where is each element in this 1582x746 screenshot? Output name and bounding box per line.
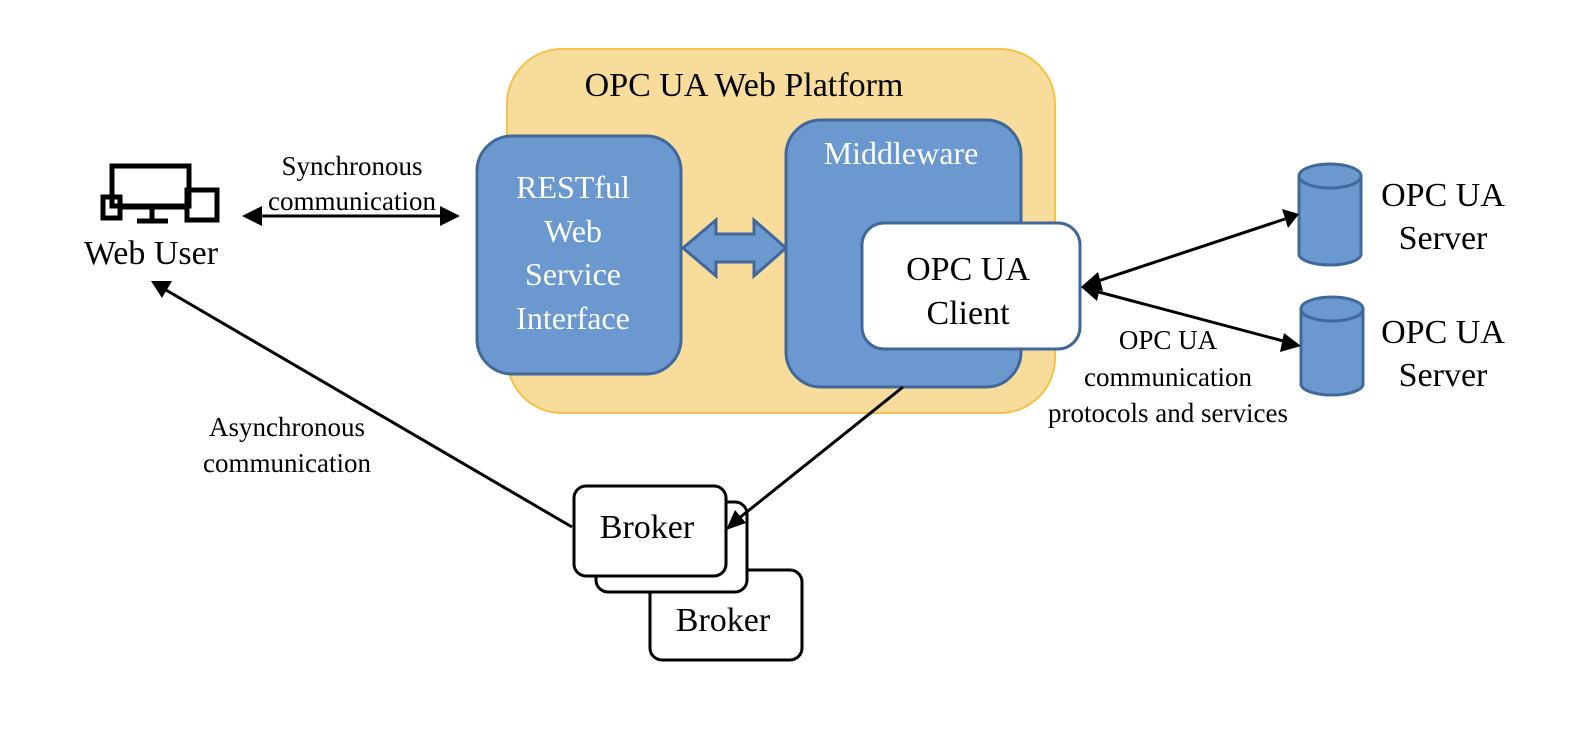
middleware-title: Middleware (824, 135, 979, 171)
restful-line-1: RESTful (516, 169, 630, 205)
opc-ua-server-1[interactable]: OPC UA Server (1297, 162, 1505, 267)
sync-label-line-2: communication (268, 186, 436, 216)
restful-line-2: Web (544, 213, 602, 249)
restful-interface-box[interactable]: RESTful Web Service Interface (475, 134, 683, 376)
opc-protocols-label-line-3: protocols and services (1048, 398, 1288, 428)
server-1-line-2: Server (1399, 220, 1488, 257)
opc-protocols-label-line-1: OPC UA (1119, 325, 1218, 355)
client-server-1-arrow (1081, 209, 1299, 291)
middleware-to-broker-arrow (726, 385, 904, 530)
opc-ua-server-2[interactable]: OPC UA Server (1299, 295, 1505, 397)
broker-back-label: Broker (676, 602, 771, 639)
server-2-line-2: Server (1399, 357, 1488, 394)
server-1-line-1: OPC UA (1381, 177, 1505, 214)
async-communication-arrow (151, 281, 573, 529)
opc-ua-client-box[interactable]: OPC UA Client (860, 221, 1082, 351)
platform-title: OPC UA Web Platform (585, 67, 904, 104)
sync-label-line-1: Synchronous (282, 151, 423, 181)
restful-line-4: Interface (516, 300, 630, 336)
opc-protocols-label-line-2: communication (1084, 362, 1252, 392)
sync-communication-arrow (242, 206, 460, 226)
web-user-devices-icon (100, 163, 220, 224)
async-label-line-2: communication (203, 448, 371, 478)
client-server-2-arrow (1081, 283, 1301, 352)
client-line-1: OPC UA (906, 251, 1030, 288)
async-label-line-1: Asynchronous (209, 412, 365, 442)
broker-front-label: Broker (600, 509, 695, 546)
restful-line-3: Service (525, 256, 621, 292)
client-line-2: Client (926, 295, 1010, 332)
server-2-line-1: OPC UA (1381, 314, 1505, 351)
web-user-label: Web User (84, 235, 219, 272)
broker-front[interactable]: Broker (572, 484, 728, 578)
